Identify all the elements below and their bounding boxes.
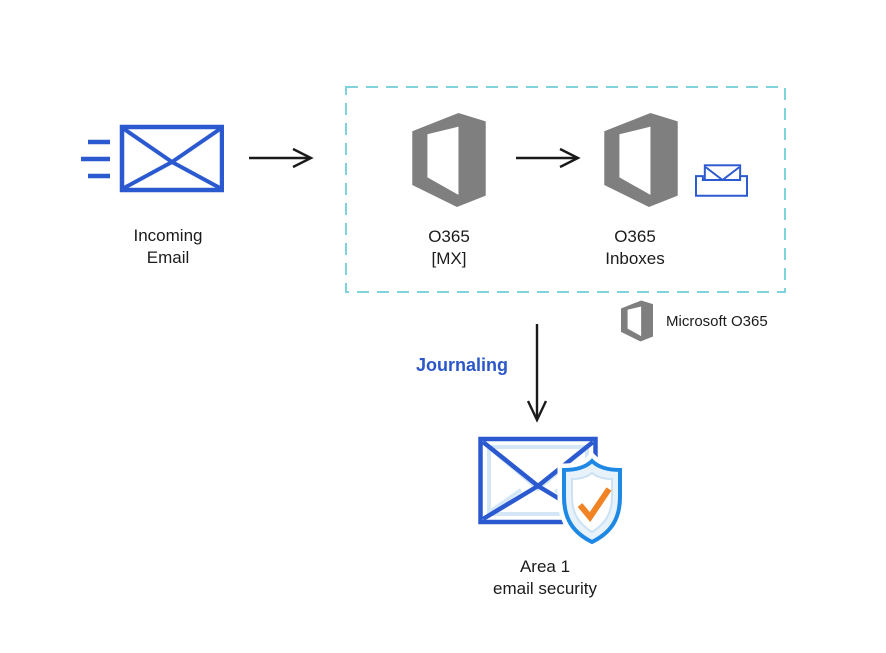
o365-mx-label-line2: [MX] (431, 249, 467, 268)
office365-logo-icon (604, 113, 678, 207)
arrow-right-icon (516, 147, 581, 169)
arrow-down-icon (526, 324, 548, 423)
o365-inboxes-label-line2: Inboxes (605, 249, 665, 268)
o365-mx-label: O365 [MX] (374, 226, 524, 270)
incoming-email-label-line1: Incoming (133, 226, 203, 245)
envelope-shield-check-icon (478, 436, 627, 547)
o365-inboxes-label: O365 Inboxes (560, 226, 710, 270)
o365-boundary-dashed-box (345, 86, 786, 293)
area1-label: Area 1 email security (470, 556, 620, 600)
o365-inboxes-label-line1: O365 (614, 227, 656, 246)
office365-logo-icon (620, 300, 654, 342)
area1-label-line2: email security (493, 579, 597, 598)
legend-label: Microsoft O365 (666, 313, 768, 330)
area1-label-line1: Area 1 (519, 557, 571, 576)
journaling-label: Journaling (415, 355, 508, 375)
incoming-email-label-line2: Email (146, 248, 190, 267)
o365-mx-label-line1: O365 (428, 227, 470, 246)
arrow-right-icon (249, 147, 314, 169)
incoming-email-label: Incoming Email (93, 225, 243, 269)
incoming-email-icon (81, 124, 224, 193)
inbox-tray-envelope-icon (695, 164, 748, 197)
checkmark-icon (577, 487, 612, 522)
office365-logo-icon (412, 113, 486, 207)
